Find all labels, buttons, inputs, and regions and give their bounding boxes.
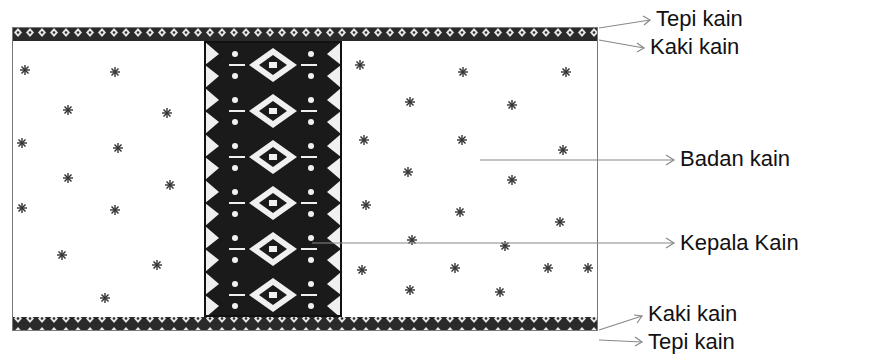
star-motif bbox=[457, 209, 464, 216]
star-motif bbox=[361, 137, 368, 144]
star-motif bbox=[407, 99, 414, 106]
star-motif bbox=[560, 147, 567, 154]
part-label: Kepala Kain bbox=[680, 230, 799, 256]
star-motif bbox=[19, 205, 26, 212]
star-motif bbox=[509, 177, 516, 184]
star-motif bbox=[22, 67, 29, 74]
star-motif bbox=[359, 267, 366, 274]
star-motif bbox=[407, 287, 414, 294]
star-motif bbox=[115, 145, 122, 152]
star-motif bbox=[164, 110, 171, 117]
star-motif bbox=[102, 295, 109, 302]
star-motif bbox=[357, 62, 364, 69]
star-motif bbox=[557, 219, 564, 226]
star-motif bbox=[545, 265, 552, 272]
star-motif bbox=[65, 175, 72, 182]
star-motif bbox=[585, 265, 592, 272]
star-motif bbox=[509, 102, 516, 109]
part-label: Badan kain bbox=[680, 146, 790, 172]
star-motif bbox=[167, 182, 174, 189]
star-motif bbox=[497, 289, 504, 296]
star-motif bbox=[363, 202, 370, 209]
star-motif bbox=[19, 140, 26, 147]
star-motif bbox=[65, 107, 72, 114]
star-motif bbox=[405, 169, 412, 176]
star-motif bbox=[154, 262, 161, 269]
star-motif bbox=[59, 252, 66, 259]
part-label: Kaki kain bbox=[650, 34, 739, 60]
part-label: Tepi kain bbox=[656, 6, 743, 32]
star-motif bbox=[460, 69, 467, 76]
star-motif bbox=[112, 207, 119, 214]
star-motif bbox=[459, 137, 466, 144]
star-motif bbox=[563, 69, 570, 76]
part-label: Tepi kain bbox=[648, 329, 735, 355]
star-motif bbox=[112, 69, 119, 76]
part-label: Kaki kain bbox=[648, 301, 737, 327]
star-motif bbox=[452, 265, 459, 272]
